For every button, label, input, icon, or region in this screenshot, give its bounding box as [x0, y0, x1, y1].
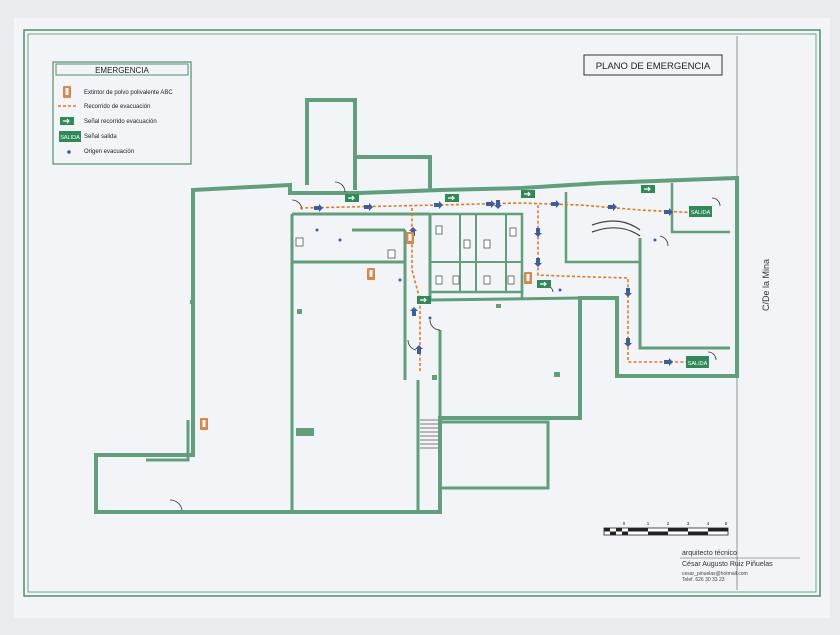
scale-tick-2: 2 [667, 521, 670, 526]
evacuation-sign-icon [520, 189, 536, 199]
outer-frame [23, 29, 821, 597]
fire-extinguisher-icon [367, 268, 375, 280]
evacuation-sign-icon [444, 193, 460, 203]
fire-extinguisher-icon [406, 232, 414, 244]
legend-item-0: Extintor de polvo polivalente ABC [84, 90, 173, 96]
credits: arquitecto técnico César Augusto Ruiz Pi… [680, 550, 800, 583]
exit-sign-1: SALIDA [689, 206, 712, 217]
street-label: C/De la Mina [761, 259, 771, 311]
credits-phone: Telef. 626 30 33 23 [682, 577, 725, 583]
scale-tick-0: 0 [623, 521, 626, 526]
exit-sign-icon [59, 131, 81, 142]
fire-extinguisher-icon [524, 272, 532, 284]
evacuation-sign-icon [640, 184, 656, 194]
columns [190, 300, 560, 436]
building-outline [94, 175, 739, 514]
scale-tick-5: 5 [725, 521, 728, 526]
scale-tick-3: 3 [687, 521, 690, 526]
exit-sign-1-text: SALIDA [691, 210, 711, 216]
paper [14, 18, 830, 618]
legend-item-4: Origen evacuación [84, 149, 134, 155]
legend-exit-sign-text: SALIDA [60, 135, 80, 141]
exit-sign-2-text: SALIDA [688, 361, 708, 367]
fire-extinguisher-icon [200, 418, 208, 430]
legend-item-3: Señal salida [84, 134, 117, 140]
plan-title: PLANO DE EMERGENCIA [596, 61, 711, 72]
credits-role: arquitecto técnico [682, 550, 737, 557]
scale-tick-4: 4 [707, 521, 710, 526]
scale-tick-1: 1 [647, 521, 650, 526]
floor-plan [94, 98, 739, 514]
credits-email: cesar_pinuelas@hotmail.com [682, 571, 748, 577]
scale-bar: 0 1 2 3 4 5 [603, 521, 729, 536]
fire-extinguisher-icon [63, 86, 71, 98]
plan-title-box: PLANO DE EMERGENCIA [583, 54, 723, 76]
legend: EMERGENCIA Extintor de polvo polivalente… [52, 61, 192, 165]
evacuation-sign-icon [344, 193, 360, 203]
evacuation-sign-icon [536, 279, 552, 289]
evacuation-origin-dot-icon [67, 150, 71, 154]
exit-sign-2: SALIDA [686, 356, 709, 368]
legend-item-2: Señal recorrido evacuación [84, 119, 157, 125]
credits-name: César Augusto Ruiz Piñuelas [682, 561, 773, 568]
evacuation-sign-icon [416, 295, 432, 305]
stairs [420, 419, 438, 449]
toilet-fixtures [295, 225, 517, 285]
evacuation-sign-icon [59, 116, 75, 126]
legend-item-1: Recorrido de evacuación [84, 104, 150, 110]
evacuation-origin-dots [315, 228, 657, 320]
legend-title: EMERGENCIA [95, 66, 149, 75]
